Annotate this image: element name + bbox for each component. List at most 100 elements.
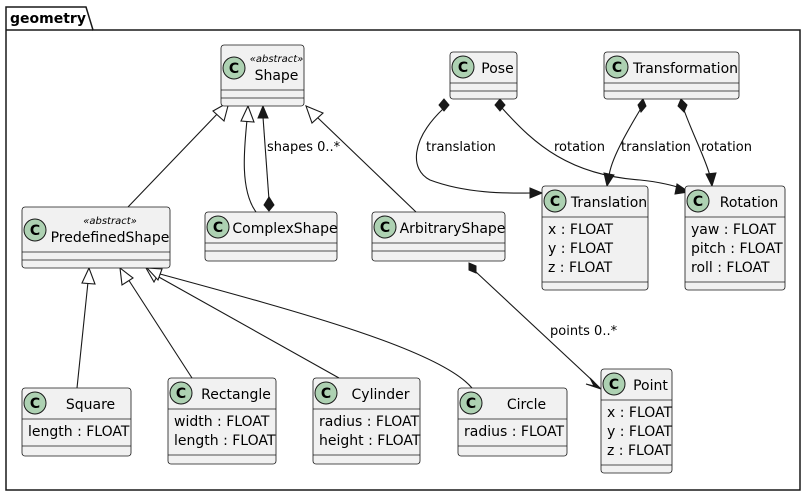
relation-square-predefined — [76, 266, 96, 389]
relation-label: points 0..* — [550, 324, 618, 339]
class-c-icon — [605, 55, 629, 79]
class-c-icon — [23, 218, 47, 242]
class-stereotype: «abstract» — [250, 54, 304, 65]
class-c-letter: C — [30, 223, 40, 239]
class-box — [541, 185, 649, 291]
relation-line — [683, 109, 711, 177]
relation-complex-shape-inherit — [240, 104, 257, 213]
class-c-letter: C — [380, 220, 390, 236]
class-box — [21, 206, 171, 269]
class-c-letter: C — [612, 60, 622, 76]
class-name: PredefinedShape — [51, 230, 170, 246]
class-c-icon — [222, 56, 246, 80]
class-box — [600, 368, 673, 474]
composition-diamond — [637, 98, 647, 113]
association-arrowhead — [529, 187, 544, 199]
class-c-letter: C — [609, 377, 619, 393]
inheritance-arrowhead — [212, 100, 230, 123]
relation-rectangle-predefined — [119, 266, 193, 379]
class-attribute: width : FLOAT — [174, 414, 270, 430]
class-name: Circle — [507, 397, 546, 413]
association-arrowhead — [257, 104, 269, 119]
inheritance-arrowhead — [81, 266, 96, 285]
class-name: Translation — [570, 195, 647, 211]
class-box — [204, 211, 338, 262]
class-name: Square — [66, 397, 115, 413]
class-c-letter: C — [176, 386, 186, 402]
relation-label: shapes 0..* — [267, 140, 341, 155]
class-name: Rotation — [720, 195, 779, 211]
class-arbitrary[interactable]: C ArbitraryShape — [371, 211, 506, 262]
package-geometry: geometry — [5, 6, 801, 491]
class-c-letter: C — [550, 194, 560, 210]
class-c-icon — [543, 189, 567, 213]
relation-pose-rotation: rotation — [494, 98, 691, 195]
class-circle[interactable]: C Circle radius : FLOAT — [457, 387, 568, 457]
class-attribute: x : FLOAT — [548, 222, 614, 238]
class-name: Shape — [255, 68, 299, 84]
relation-arbitrary-points: points 0..* — [468, 262, 618, 390]
composition-diamond — [468, 262, 477, 274]
relation-line — [243, 119, 257, 213]
class-c-letter: C — [458, 60, 468, 76]
class-name: ComplexShape — [232, 221, 337, 237]
composition-diamond — [494, 98, 506, 112]
relation-line — [156, 275, 340, 379]
relation-complex-shapes: shapes 0..* — [257, 104, 341, 212]
class-box — [21, 387, 132, 457]
class-name: ArbitraryShape — [400, 221, 506, 237]
association-arrowhead — [705, 172, 717, 188]
association-arrowhead — [585, 377, 602, 390]
class-attribute: radius : FLOAT — [464, 424, 565, 440]
class-complex[interactable]: C ComplexShape — [204, 211, 338, 262]
class-c-icon — [23, 391, 47, 415]
relation-line — [76, 281, 89, 389]
relation-transformation-rotation: rotation — [677, 98, 752, 188]
class-attribute: radius : FLOAT — [319, 414, 420, 430]
class-box — [167, 377, 277, 465]
class-shape[interactable]: C«abstract»Shape — [220, 44, 305, 107]
class-stereotype: «abstract» — [83, 216, 137, 227]
relation-line — [127, 109, 222, 208]
class-c-icon — [451, 55, 475, 79]
class-c-letter: C — [213, 220, 223, 236]
relation-line — [262, 116, 270, 201]
class-attribute: roll : FLOAT — [691, 260, 770, 276]
inheritance-arrowhead — [240, 104, 255, 123]
relation-predefined-shape — [127, 100, 230, 208]
relation-label: translation — [426, 140, 496, 155]
class-box — [603, 51, 740, 100]
relation-line — [159, 273, 473, 389]
inheritance-arrowhead — [305, 105, 325, 124]
class-attribute: pitch : FLOAT — [691, 241, 783, 257]
class-c-icon — [686, 189, 710, 213]
class-box — [312, 377, 421, 465]
package-label: geometry — [10, 11, 86, 27]
relation-label: rotation — [701, 140, 752, 155]
class-predefined[interactable]: C «abstract» PredefinedShape — [21, 206, 171, 269]
relation-transformation-translation: translation — [603, 98, 691, 188]
inheritance-arrowhead — [119, 266, 134, 286]
class-attribute: yaw : FLOAT — [691, 222, 777, 238]
class-name: Rectangle — [201, 387, 271, 403]
class-attribute: y : FLOAT — [607, 424, 673, 440]
class-c-letter: C — [30, 396, 40, 412]
relation-label: rotation — [554, 140, 605, 155]
relation-line — [501, 107, 681, 189]
class-c-letter: C — [466, 396, 476, 412]
class-attribute: z : FLOAT — [548, 260, 613, 276]
composition-diamond — [263, 196, 275, 212]
class-c-icon — [373, 215, 397, 239]
class-c-icon — [602, 372, 626, 396]
